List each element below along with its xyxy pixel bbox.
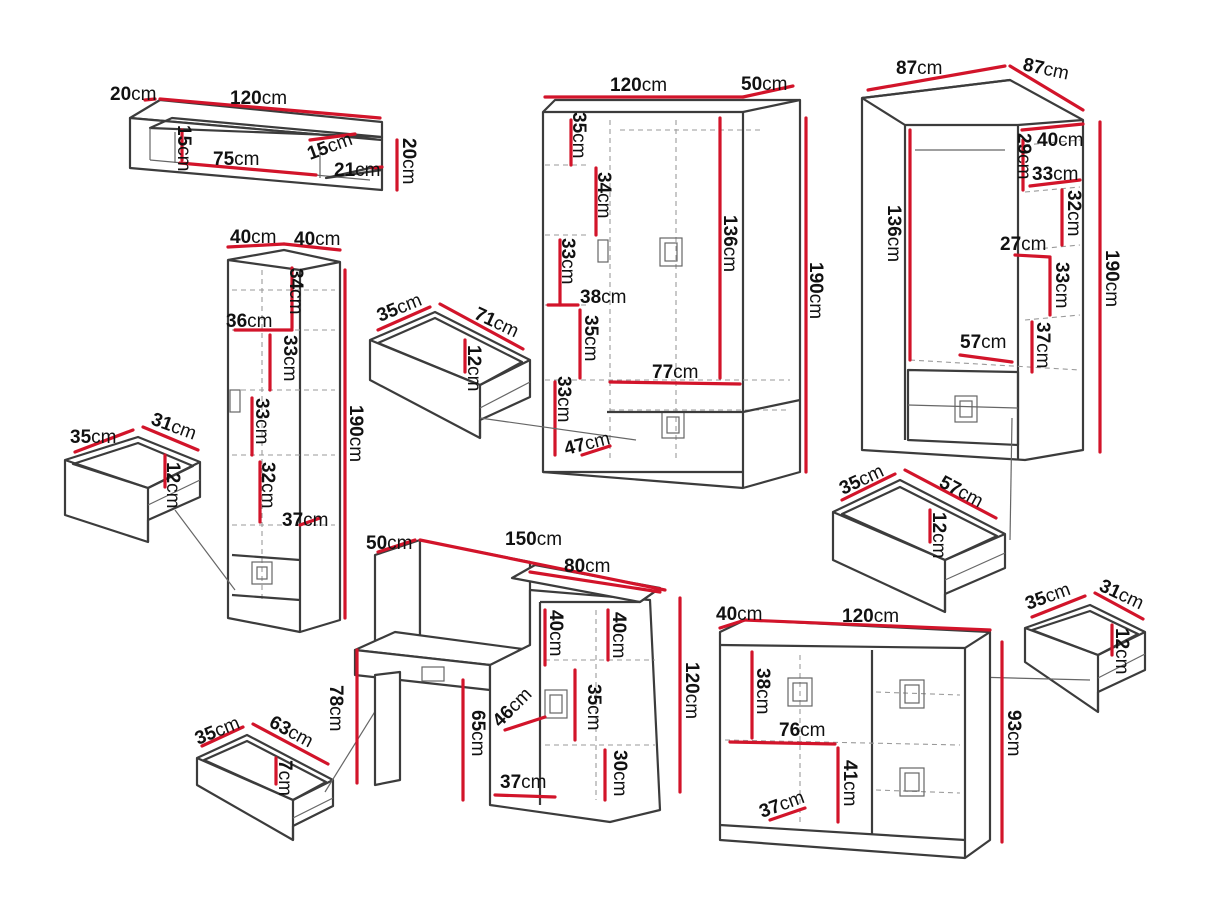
wardrobe-depth-label: 50cm xyxy=(741,74,787,95)
tall-shelf-4-label: 32cm xyxy=(257,462,278,508)
drawer-chest-height-label: 12cm xyxy=(1111,628,1132,674)
tall-depth-label: 37cm xyxy=(282,510,328,531)
corner-shelf-3-label: 32cm xyxy=(1063,190,1084,236)
drawer-desk-depth-label: 63cm xyxy=(266,712,317,752)
chest-depth-label: 40cm xyxy=(716,604,762,625)
chest-of-drawers xyxy=(718,618,1004,860)
wardrobe-shelf-2-label: 34cm xyxy=(593,172,614,218)
drawer-tall-width-label: 35cm xyxy=(70,427,116,448)
shelf-height-label: 20cm xyxy=(398,138,419,184)
wardrobe-inner-width-label: 77cm xyxy=(652,362,698,383)
desk-inner-depth-label: 37cm xyxy=(500,772,546,793)
desk-width-label: 150cm xyxy=(505,529,562,550)
chest-width-label: 120cm xyxy=(842,606,899,627)
tall-shelf-1-label: 34cm xyxy=(285,268,306,314)
wardrobe-shelf-6-label: 33cm xyxy=(553,376,574,422)
chest-shelf-2-label: 41cm xyxy=(839,760,860,806)
corner-wardrobe xyxy=(860,64,1102,462)
corner-shelf-5-label: 33cm xyxy=(1051,262,1072,308)
wall-shelf xyxy=(128,97,399,192)
desk xyxy=(353,538,682,824)
corner-shelf-1-label: 29cm xyxy=(1013,133,1034,179)
drawer-wardrobe xyxy=(368,302,637,441)
drawer-wardrobe-height-label: 12cm xyxy=(463,345,484,391)
shelf-right-width-label: 21cm xyxy=(334,160,380,181)
chest-height-label: 93cm xyxy=(1003,710,1024,756)
desk-depth-label: 50cm xyxy=(366,533,412,554)
corner-width-2-label: 87cm xyxy=(1021,54,1071,84)
corner-shelf-2-label: 33cm xyxy=(1032,164,1078,185)
corner-shelf-4-label: 27cm xyxy=(1000,234,1046,255)
wardrobe-hanging-height-label: 136cm xyxy=(719,215,740,272)
drawer-chest xyxy=(934,591,1147,714)
chest-shelf-1-label: 38cm xyxy=(752,668,773,714)
tall-inner-width-label: 36cm xyxy=(226,311,272,332)
desk-top-width-label: 80cm xyxy=(564,556,610,577)
corner-shelf-width-label: 40cm xyxy=(1037,130,1083,151)
drawer-tall-height-label: 12cm xyxy=(162,462,183,508)
shelf-left-height-label: 15cm xyxy=(173,125,194,171)
drawer-tall-cabinet xyxy=(63,425,236,591)
wardrobe-width-label: 120cm xyxy=(610,75,667,96)
corner-inner-width-label: 57cm xyxy=(960,332,1006,353)
shelf-inner-width-label: 75cm xyxy=(213,149,259,170)
wardrobe-height-label: 190cm xyxy=(805,262,826,319)
corner-height-label: 190cm xyxy=(1101,250,1122,307)
wardrobe xyxy=(541,84,808,490)
tall-shelf-3-label: 33cm xyxy=(251,398,272,444)
desk-shelf-3-label: 35cm xyxy=(583,684,604,730)
wardrobe-shelf-1-label: 35cm xyxy=(568,112,589,158)
corner-hanging-height-label: 136cm xyxy=(883,205,904,262)
shelf-width-label: 120cm xyxy=(230,88,287,109)
drawer-corner-wardrobe xyxy=(831,417,1013,614)
corner-shelf-6-label: 37cm xyxy=(1032,322,1053,368)
desk-total-height-label: 120cm xyxy=(681,662,702,719)
desk-height-label: 78cm xyxy=(325,685,346,731)
tall-cabinet xyxy=(226,242,347,634)
wardrobe-shelf-3-label: 33cm xyxy=(557,238,578,284)
tall-shelf-2-label: 33cm xyxy=(279,335,300,381)
tall-width-2-label: 40cm xyxy=(294,229,340,250)
drawer-corner-height-label: 12cm xyxy=(928,512,949,558)
drawer-desk xyxy=(195,667,403,842)
corner-width-1-label: 87cm xyxy=(896,58,942,79)
desk-shelf-5-label: 30cm xyxy=(609,750,630,796)
wardrobe-shelf-4-label: 38cm xyxy=(580,287,626,308)
desk-knee-height-label: 65cm xyxy=(467,710,488,756)
wardrobe-shelf-5-label: 35cm xyxy=(580,315,601,361)
drawer-desk-height-label: 7cm xyxy=(274,760,295,796)
chest-inner-width-label: 76cm xyxy=(779,720,825,741)
tall-height-label: 190cm xyxy=(345,405,366,462)
tall-width-1-label: 40cm xyxy=(230,227,276,248)
shelf-depth-label: 20cm xyxy=(110,84,156,105)
desk-shelf-2-label: 40cm xyxy=(608,612,629,658)
desk-shelf-1-label: 40cm xyxy=(545,610,566,656)
